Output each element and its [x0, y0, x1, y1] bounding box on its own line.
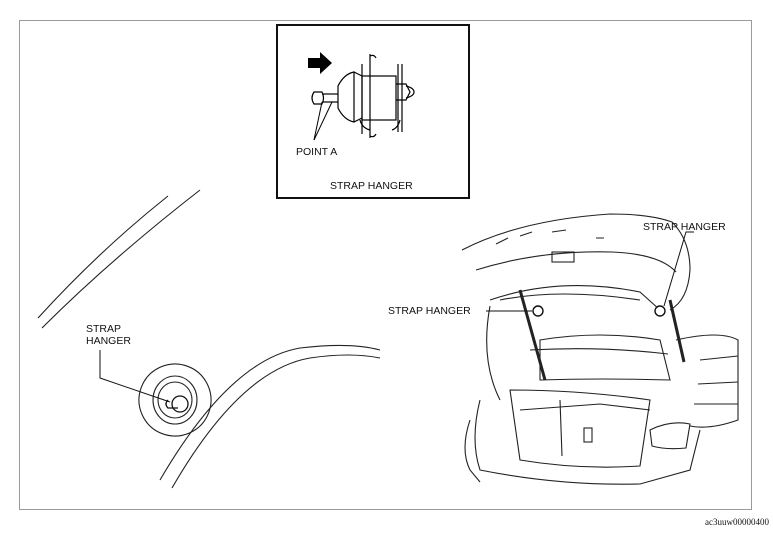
pillar-trim-closeup: [37, 189, 381, 489]
left-strap-hanger-label: STRAP HANGER: [86, 323, 131, 347]
figure-frame: [19, 20, 752, 510]
liftgate-open-view: [461, 213, 739, 485]
inset-title-label: STRAP HANGER: [330, 180, 413, 192]
point-a-label: POINT A: [296, 146, 338, 158]
figure-code: ac3uuw00000400: [705, 517, 769, 527]
right-view-label-right: STRAP HANGER: [643, 221, 726, 233]
strap-hanger-left-marker: [532, 305, 544, 317]
arrow-right-icon: [308, 52, 332, 74]
right-view-leader-right: [663, 231, 694, 307]
right-view-label-left: STRAP HANGER: [388, 305, 471, 317]
strap-hanger-right-marker: [654, 305, 666, 317]
left-leader-line: [99, 350, 171, 403]
clip-detail-drawing: [308, 52, 415, 141]
strap-hanger-knob: [165, 395, 189, 413]
strap-hanger-detail-inset: POINT A STRAP HANGER: [276, 24, 470, 199]
